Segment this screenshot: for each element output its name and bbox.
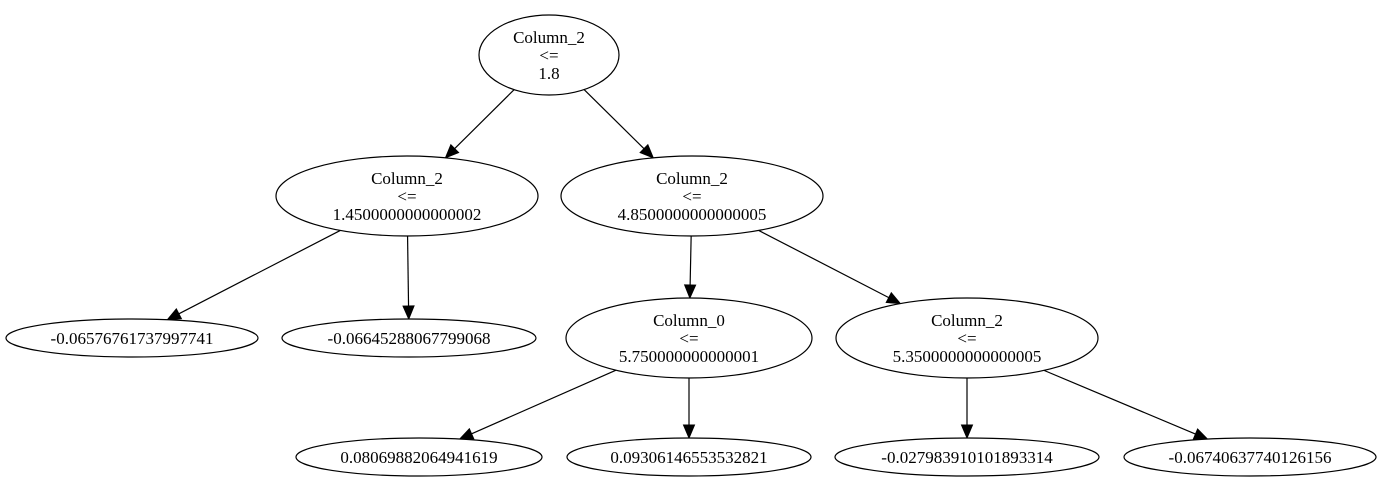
arrowhead [885, 291, 902, 305]
split-node: Column_2<=1.4500000000000002 [275, 155, 539, 237]
node-feature: Column_2 [656, 169, 728, 188]
edge-line [406, 235, 410, 307]
node-ellipse [560, 155, 824, 237]
node-threshold: 5.750000000000001 [619, 347, 759, 366]
node-ellipse [1123, 437, 1377, 477]
edges-layer [166, 89, 1209, 440]
leaf-node: -0.06576761737997741 [5, 318, 259, 358]
leaf-node: -0.06645288067799068 [281, 318, 537, 358]
edge-line [689, 235, 692, 286]
leaf-node: 0.08069882064941619 [295, 437, 543, 477]
edge-line [1043, 369, 1196, 435]
tree-edge [458, 369, 617, 440]
leaf-value: -0.06645288067799068 [328, 329, 491, 348]
node-ellipse [281, 318, 537, 358]
node-operator: <= [682, 187, 701, 206]
node-feature: Column_2 [931, 311, 1003, 330]
tree-edge [1043, 369, 1209, 440]
tree-edge [758, 229, 902, 305]
arrowhead [682, 424, 696, 440]
tree-edge [583, 89, 655, 159]
edge-line [454, 89, 515, 150]
arrowhead [458, 427, 475, 440]
split-node: Column_2<=5.3500000000000005 [835, 297, 1099, 379]
arrowhead [1192, 428, 1209, 440]
edge-line [471, 369, 617, 435]
node-ellipse [295, 437, 543, 477]
arrowhead [444, 143, 460, 159]
leaf-node: 0.09306146553532821 [566, 437, 812, 477]
nodes-layer: Column_2<=1.8Column_2<=1.450000000000000… [5, 14, 1377, 477]
node-ellipse [835, 297, 1099, 379]
node-ellipse [565, 297, 813, 379]
arrowhead [960, 424, 974, 440]
arrowhead [166, 308, 183, 321]
node-feature: Column_2 [371, 169, 443, 188]
node-threshold: 4.8500000000000005 [618, 205, 767, 224]
node-ellipse [834, 437, 1100, 477]
node-threshold: 1.4500000000000002 [333, 205, 482, 224]
tree-edge [444, 89, 515, 159]
node-ellipse [566, 437, 812, 477]
split-node: Column_2<=1.8 [478, 14, 620, 96]
arrowhead [402, 305, 415, 321]
leaf-value: 0.09306146553532821 [610, 448, 767, 467]
edge-line [178, 229, 341, 315]
arrowhead [639, 143, 655, 159]
edge-line [583, 89, 645, 150]
leaf-value: -0.06740637740126156 [1169, 448, 1332, 467]
leaf-node: -0.06740637740126156 [1123, 437, 1377, 477]
split-node: Column_2<=4.8500000000000005 [560, 155, 824, 237]
leaf-value: -0.027983910101893314 [881, 448, 1053, 467]
leaf-value: -0.06576761737997741 [51, 329, 214, 348]
tree-edge [960, 378, 974, 440]
node-operator: <= [957, 329, 976, 348]
arrowhead [683, 284, 697, 300]
leaf-node: -0.027983910101893314 [834, 437, 1100, 477]
node-ellipse [275, 155, 539, 237]
leaf-value: 0.08069882064941619 [340, 448, 497, 467]
node-feature: Column_0 [653, 311, 725, 330]
node-threshold: 1.8 [538, 64, 559, 83]
tree-edge [683, 235, 697, 300]
node-operator: <= [397, 187, 416, 206]
node-threshold: 5.3500000000000005 [893, 347, 1042, 366]
edge-line [758, 229, 890, 299]
node-feature: Column_2 [513, 28, 585, 47]
tree-edge [402, 235, 415, 321]
node-ellipse [478, 14, 620, 96]
split-node: Column_0<=5.750000000000001 [565, 297, 813, 379]
tree-edge [682, 378, 696, 440]
node-operator: <= [539, 46, 558, 65]
tree-edge [166, 229, 341, 321]
node-operator: <= [679, 329, 698, 348]
node-ellipse [5, 318, 259, 358]
